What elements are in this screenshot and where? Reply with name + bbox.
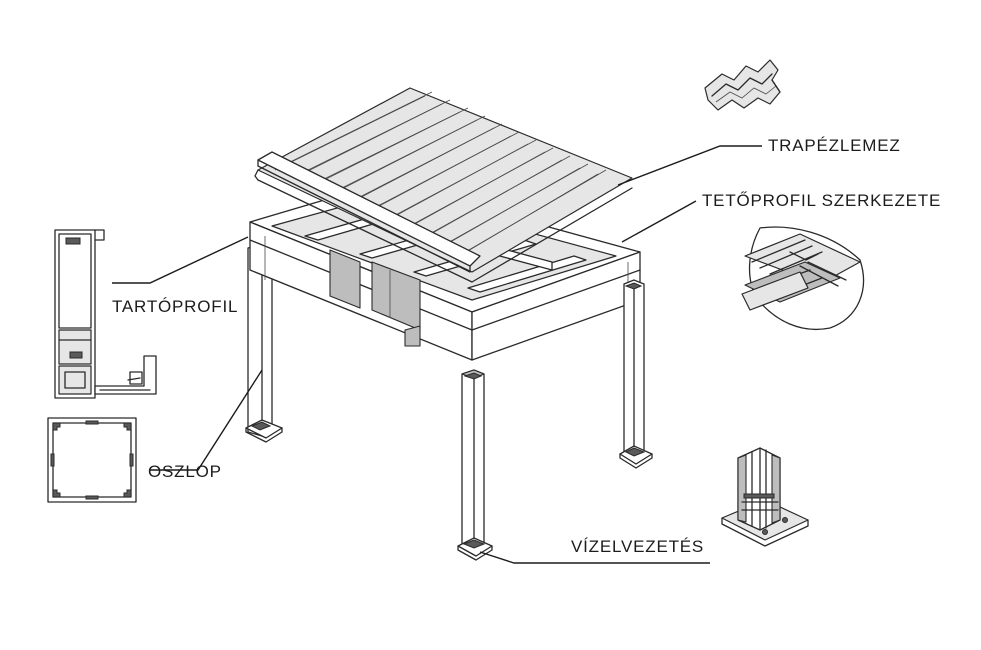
trapezlemez-detail (704, 59, 781, 111)
label-oszlop: OSZLOP (148, 462, 222, 481)
label-tartoprofil: TARTÓPROFIL (112, 297, 239, 316)
tartoprofil-section (54, 229, 157, 399)
vizelvezetes-detail (721, 447, 809, 547)
column-back-left (245, 243, 283, 443)
oszlop-section (47, 417, 137, 503)
tetoprofil-detail (741, 226, 865, 330)
label-trapezlemez: TRAPÉZLEMEZ (768, 136, 901, 155)
column-front-left (457, 369, 493, 561)
label-tetoprofil: TETŐPROFIL SZERKEZETE (702, 191, 942, 210)
label-vizelvezetes: VÍZELVEZETÉS (571, 537, 705, 556)
leader-lines (112, 145, 762, 564)
pergola-structure (245, 87, 653, 561)
column-front-right (619, 279, 653, 469)
roof-sheet (254, 87, 633, 283)
